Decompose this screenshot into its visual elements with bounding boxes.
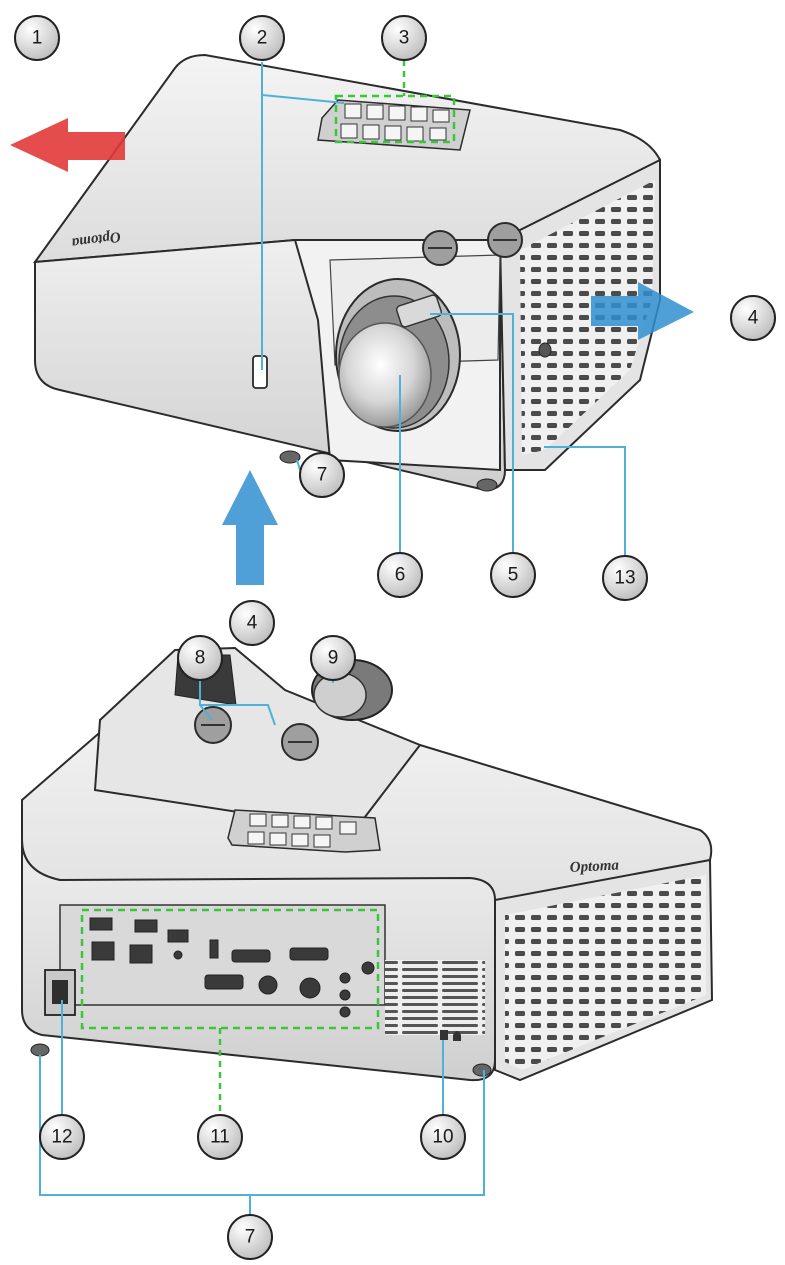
callout-11: 11	[197, 1114, 243, 1160]
callout-9: 9	[310, 635, 356, 681]
svg-text:7: 7	[245, 1227, 256, 1248]
callout-4-right: 4	[730, 295, 776, 341]
lens-assembly	[335, 278, 461, 432]
svg-text:10: 10	[432, 1127, 453, 1148]
intake-arrow-right	[591, 282, 694, 340]
io-ports	[89, 917, 375, 1018]
callout-10: 10	[420, 1114, 466, 1160]
callout-13: 13	[602, 555, 648, 601]
control-keypad	[317, 99, 471, 151]
callout-7-top: 7	[299, 452, 345, 498]
adjustable-foot	[279, 450, 301, 464]
callout-6: 6	[377, 552, 423, 598]
callout-7-bottom: 7	[227, 1214, 273, 1260]
callout-4-bottom: 4	[229, 600, 275, 646]
callout-12: 12	[39, 1114, 85, 1160]
side-vent-grille	[520, 180, 655, 455]
callout-5: 5	[490, 552, 536, 598]
leader-lines-bottom	[39, 680, 485, 1215]
keypad-dashed-frame	[334, 94, 456, 144]
ir-receiver	[252, 355, 268, 389]
brand-logo: Optoma	[70, 228, 121, 251]
brand-logo-rear: Optoma	[569, 857, 619, 876]
svg-text:9: 9	[328, 648, 339, 669]
svg-text:3: 3	[399, 28, 410, 49]
projector-rear-view: Optoma	[21, 646, 714, 1082]
svg-text:4: 4	[247, 613, 258, 634]
svg-text:5: 5	[508, 565, 519, 586]
svg-text:8: 8	[195, 648, 206, 669]
rear-vent	[385, 960, 485, 1035]
exhaust-arrow	[10, 118, 125, 172]
intake-arrow-bottom	[222, 470, 278, 585]
svg-text:11: 11	[210, 1127, 230, 1148]
svg-text:2: 2	[257, 28, 268, 49]
callout-1: 1	[14, 15, 60, 61]
svg-text:6: 6	[395, 565, 406, 586]
svg-text:1: 1	[32, 28, 43, 49]
callout-2: 2	[239, 15, 285, 61]
svg-text:13: 13	[614, 568, 635, 589]
callout-3: 3	[381, 15, 427, 61]
svg-text:4: 4	[748, 308, 759, 329]
leader-lines-top	[261, 62, 626, 557]
rear-side-vent-grille	[505, 875, 706, 1070]
callout-8: 8	[177, 635, 223, 681]
projector-front-view: Optoma	[32, 53, 661, 492]
svg-text:12: 12	[51, 1127, 72, 1148]
svg-text:7: 7	[317, 465, 328, 486]
io-dashed-frame	[80, 908, 380, 1030]
kensington-lock	[440, 1030, 448, 1040]
